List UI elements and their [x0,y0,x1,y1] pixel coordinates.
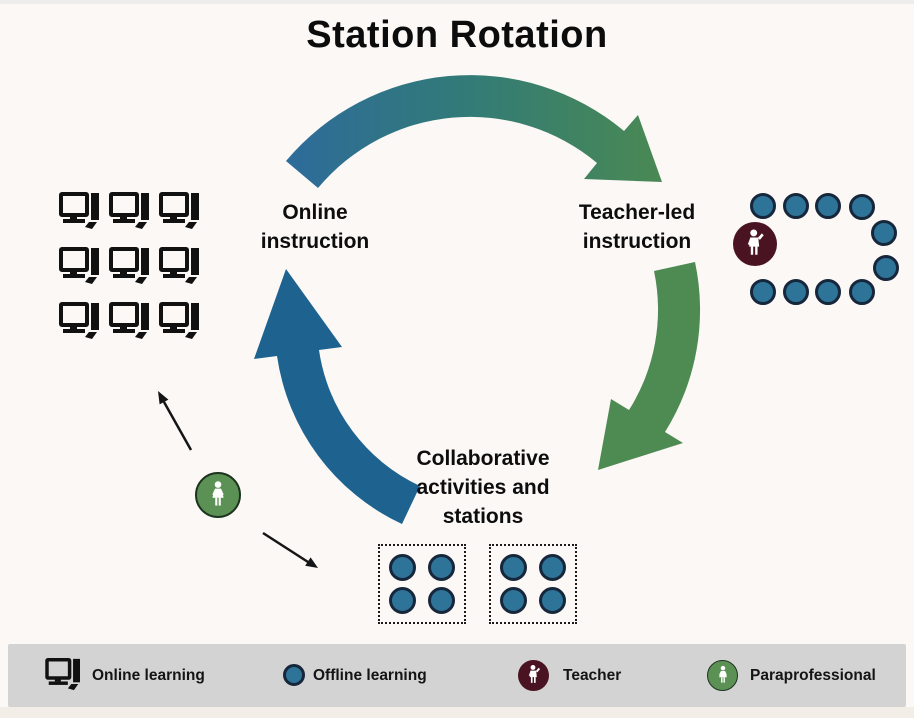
computer-icon [159,247,199,284]
student-circle [428,554,455,581]
computer-icon [159,302,199,339]
label-collaborative-activities: Collaborative activities and stations [416,447,550,528]
student-circle [539,554,566,581]
student-circle [849,194,875,220]
student-circle [500,587,527,614]
student-circle [500,554,527,581]
student-circle [428,587,455,614]
computer-icon [159,192,199,229]
student-circle [783,193,809,219]
student-circle [815,279,841,305]
student-circle [815,193,841,219]
teacher-icon [518,660,549,691]
student-circle [389,587,416,614]
paraprofessional-figure [718,665,727,683]
student-circle [873,255,899,281]
arrow-online-to-teacherled [286,75,662,188]
para-pointer-to-stations [262,531,318,568]
label-teacher-led-instruction: Teacher-led instruction [578,201,696,253]
offline-learning-dot [283,664,305,686]
legend-label-online-learning: Online learning [92,667,205,684]
paraprofessional-figure [212,481,224,506]
station-box [378,544,466,624]
paraprofessional-icon [195,472,241,518]
student-circle [871,220,897,246]
collaborative-stations [378,544,577,624]
computer-icon [59,192,99,229]
computer-icon [109,192,149,229]
arrow-teacherled-to-collaborative [598,262,701,470]
student-circle [750,193,776,219]
para-pointer-to-computers [158,391,193,451]
teacher-figure [528,665,540,684]
station-box [489,544,577,624]
computer-icon [109,247,149,284]
label-online-instruction: Online instruction [260,201,370,253]
student-circle [389,554,416,581]
student-circle [783,279,809,305]
online-learning-computers [58,192,208,357]
page-title: Station Rotation [306,14,608,56]
computer-icon [59,302,99,339]
student-circle [539,587,566,614]
student-circle [750,279,776,305]
legend-label-teacher: Teacher [563,667,622,684]
computer-icon [45,658,80,691]
bottom-margin-strip [0,707,914,718]
computer-icon [109,302,149,339]
legend-bar: Online learning Offline learning Teacher [8,644,906,707]
student-circle [849,279,875,305]
legend-label-offline-learning: Offline learning [313,667,427,684]
paraprofessional-icon [707,660,738,691]
legend-label-paraprofessional: Paraprofessional [750,667,876,684]
computer-icon [59,247,99,284]
teacher-figure [748,229,765,255]
top-edge-artifact [0,0,914,4]
teacher-icon [733,222,777,266]
